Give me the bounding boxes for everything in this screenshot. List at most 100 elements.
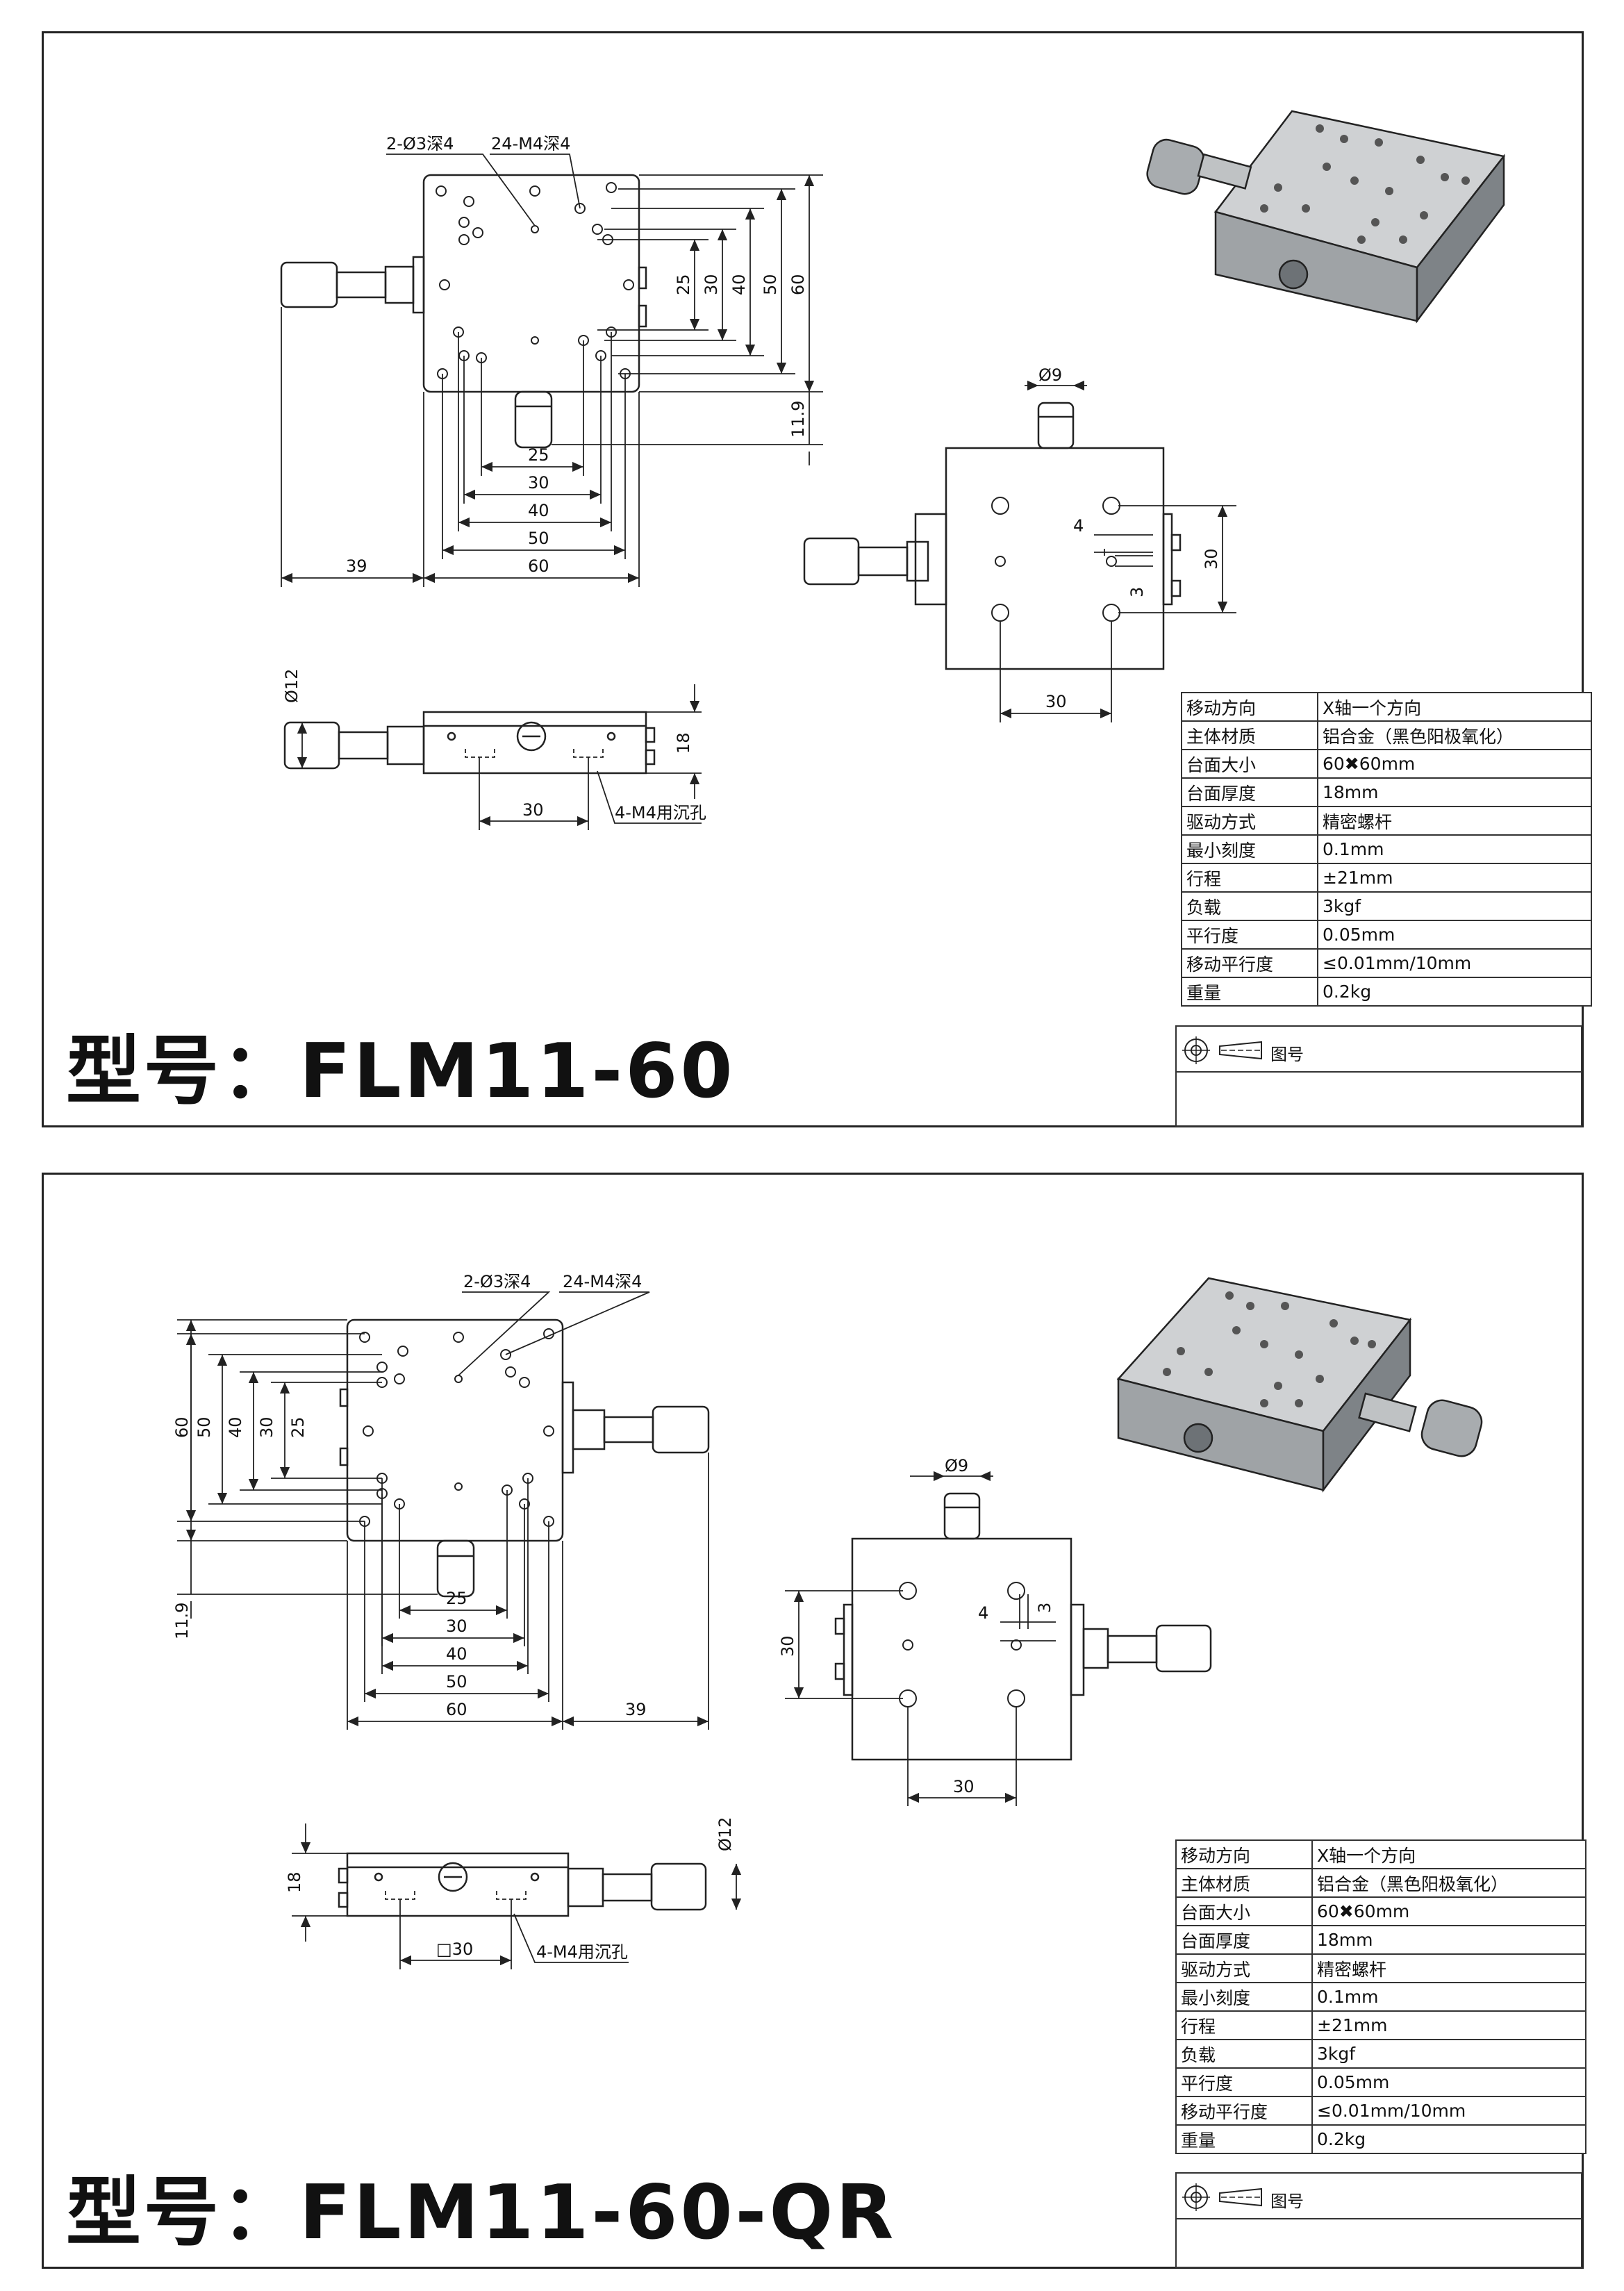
s1-dim-40v: 40	[729, 274, 749, 295]
sheet1-iso-view	[1146, 110, 1506, 324]
spec-key: 驱动方式	[1181, 806, 1318, 836]
projection-symbol-icon	[1182, 2183, 1262, 2211]
table-row: 主体材质铝合金（黑色阳极氧化）	[1175, 1868, 1586, 1898]
s1-callout-pin-holes: 2-Ø3深4	[386, 134, 454, 154]
s2-dim-25h: 25	[446, 1589, 467, 1608]
s1-shaft-dia: Ø9	[1038, 365, 1062, 385]
s2-dim-30h: 30	[446, 1616, 467, 1636]
table-row: 行程±21mm	[1181, 863, 1592, 893]
spec-value: X轴一个方向	[1311, 1839, 1586, 1869]
s1-dim-39: 39	[346, 556, 367, 576]
s2-legend-label: 图号	[1270, 2192, 1304, 2211]
spec-value: 3kgf	[1311, 2039, 1586, 2069]
spec-key: 台面大小	[1175, 1896, 1313, 1926]
s1-model-title: 型号：FLM11-60	[66, 1011, 736, 1119]
spec-value: 18mm	[1311, 1925, 1586, 1955]
s2-dim-25v: 25	[288, 1416, 308, 1438]
drawing-sheet-1	[42, 31, 1584, 1127]
s2-knob-dia: Ø12	[715, 1817, 735, 1851]
s2-shaft-dia: Ø9	[945, 1456, 968, 1475]
s2-projection-legend: 图号	[1175, 2172, 1582, 2219]
spec-key: 行程	[1181, 863, 1318, 893]
spec-value: 0.05mm	[1311, 2067, 1586, 2097]
sheet1-side-view	[283, 711, 656, 775]
s2-dim-bottom-30v: 30	[778, 1635, 797, 1657]
s2-dim-60h: 60	[446, 1700, 467, 1719]
s1-dim-50h: 50	[528, 529, 549, 548]
s2-callout-pin-holes: 2-Ø3深4	[463, 1272, 531, 1291]
spec-key: 台面厚度	[1181, 777, 1318, 807]
spec-key: 最小刻度	[1175, 1982, 1313, 2012]
s1-dim-bottom-30h: 30	[1045, 692, 1067, 711]
s2-dim-3: 3	[1035, 1603, 1054, 1613]
spec-value: 0.2kg	[1317, 977, 1592, 1007]
spec-key: 负载	[1175, 2039, 1313, 2069]
spec-key: 移动平行度	[1181, 948, 1318, 978]
spec-key: 移动方向	[1175, 1839, 1313, 1869]
spec-value: 铝合金（黑色阳极氧化）	[1311, 1868, 1586, 1898]
sheet2-iso-view	[1116, 1277, 1483, 1493]
s1-dim-50v: 50	[761, 274, 780, 295]
s2-dim-50h: 50	[446, 1672, 467, 1692]
spec-value: 0.05mm	[1317, 920, 1592, 950]
s2-dim-4: 4	[978, 1603, 988, 1623]
s2-dim-40v: 40	[226, 1416, 245, 1438]
s1-dim-18: 18	[674, 732, 693, 754]
sheet1-top-view	[280, 174, 647, 449]
spec-key: 台面大小	[1181, 749, 1318, 779]
s1-dim-60h: 60	[528, 556, 549, 576]
s1-dim-30v: 30	[702, 274, 721, 295]
spec-value: X轴一个方向	[1317, 692, 1592, 722]
spec-value: 0.2kg	[1311, 2124, 1586, 2154]
drawing-sheet-2	[42, 1173, 1584, 2269]
table-row: 行程±21mm	[1175, 2010, 1586, 2040]
spec-value: ±21mm	[1317, 863, 1592, 893]
s2-dim-40h: 40	[446, 1644, 467, 1664]
s2-callout-tap-holes: 24-M4深4	[563, 1272, 642, 1291]
s1-dim-side-30: 30	[522, 800, 544, 820]
sheet1-drawings: 2-Ø3深4 24-M4深4 25 30 40 50 60 39 25 30 4…	[280, 110, 1506, 830]
s2-dim-50v: 50	[194, 1416, 214, 1438]
spec-value: 精密螺杆	[1311, 1953, 1586, 1983]
table-row: 驱动方式精密螺杆	[1181, 806, 1592, 836]
s2-dim-60v: 60	[172, 1416, 192, 1438]
spec-key: 移动平行度	[1175, 2096, 1313, 2126]
s2-dim-bottom-30h: 30	[953, 1777, 975, 1796]
s1-knob-dia: Ø12	[282, 669, 301, 703]
spec-key: 重量	[1175, 2124, 1313, 2154]
spec-key: 平行度	[1181, 920, 1318, 950]
spec-value: ≤0.01mm/10mm	[1311, 2096, 1586, 2126]
s2-dim-30v: 30	[257, 1416, 276, 1438]
s1-dim-3: 3	[1127, 587, 1147, 597]
s2-dim-18: 18	[285, 1871, 304, 1893]
spec-value: 铝合金（黑色阳极氧化）	[1317, 720, 1592, 750]
s2-callout-counterbore: 4-M4用沉孔	[536, 1942, 628, 1962]
s1-model-label: 型号：	[66, 1028, 300, 1115]
spec-value: 3kgf	[1317, 891, 1592, 921]
s1-dim-4: 4	[1073, 516, 1084, 536]
s1-dim-11-9: 11.9	[788, 401, 808, 438]
spec-value: ±21mm	[1311, 2010, 1586, 2040]
sheet2-bottom-view	[834, 1492, 1212, 1761]
spec-key: 重量	[1181, 977, 1318, 1007]
spec-value: 60✖60mm	[1317, 749, 1592, 779]
s2-title-block-blank	[1175, 2219, 1582, 2268]
spec-key: 主体材质	[1181, 720, 1318, 750]
s1-dim-30h: 30	[528, 473, 549, 493]
s2-model-label: 型号：	[66, 2169, 300, 2256]
sheet2-side-view	[338, 1852, 707, 1917]
spec-key: 移动方向	[1181, 692, 1318, 722]
